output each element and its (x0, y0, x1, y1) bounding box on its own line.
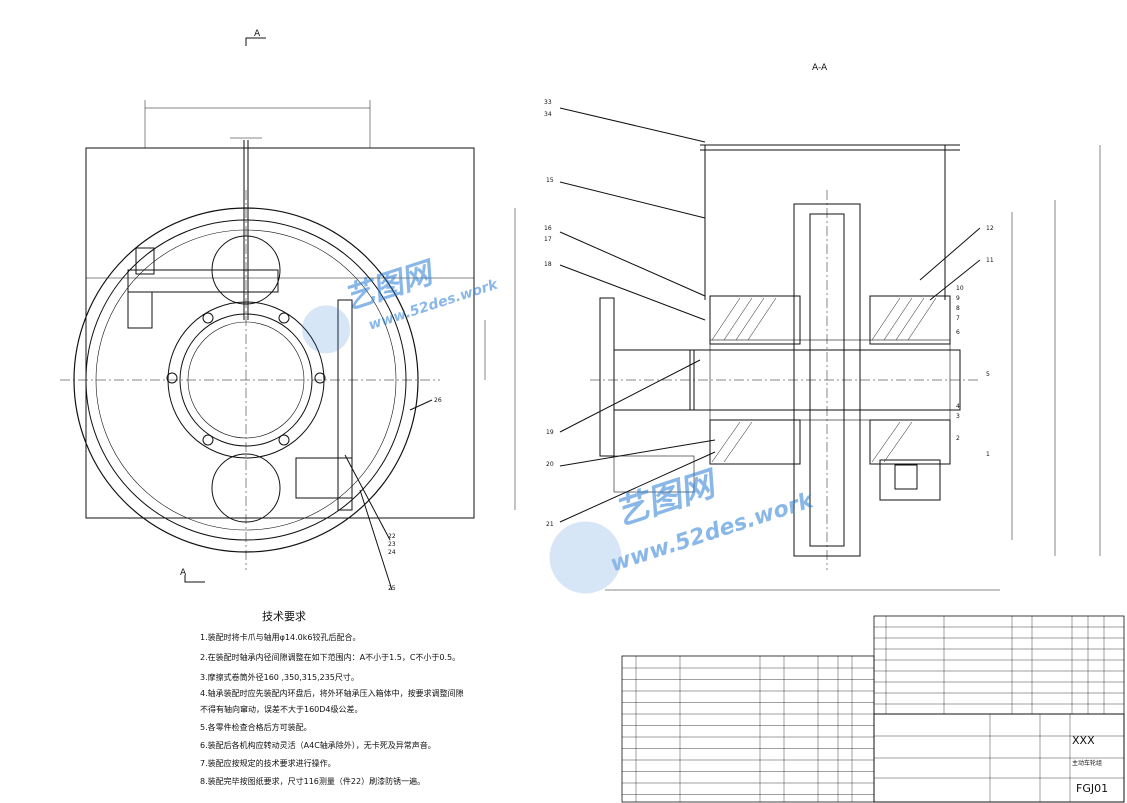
balloon-11: 11 (986, 257, 994, 264)
balloon-9: 9 (956, 295, 960, 302)
balloon-34: 34 (544, 111, 552, 118)
drawing-number: FGJ01 (1076, 782, 1108, 795)
left-end-view (60, 37, 516, 591)
balloon-7: 7 (956, 315, 960, 322)
balloon-15: 15 (546, 177, 554, 184)
balloon-22: 22 (388, 533, 396, 540)
section-mark-top: A (254, 29, 261, 39)
balloon-21: 21 (546, 521, 554, 528)
watermark-bottom: 艺图网 www.52des.work (549, 463, 818, 594)
balloon-20: 20 (546, 461, 554, 468)
balloon-1: 1 (986, 451, 990, 458)
section-mark-bottom: A (180, 568, 187, 578)
tech-req-item-5: 不得有轴向窜动，误差不大于160D4级公差。 (200, 704, 363, 714)
balloon-2: 2 (956, 435, 960, 442)
balloon-12: 12 (986, 225, 994, 232)
balloon-26: 26 (434, 397, 442, 404)
title-block: XXX 主动车轮组 FGJ01 (1072, 734, 1108, 795)
tech-req-title: 技术要求 (262, 610, 306, 623)
balloon-3: 3 (956, 413, 960, 420)
balloon-23: 23 (388, 541, 396, 548)
balloon-24: 24 (388, 549, 396, 556)
balloon-8: 8 (956, 305, 960, 312)
tech-req-item-6: 5.各零件检查合格后方可装配。 (200, 722, 312, 732)
balloon-4: 4 (956, 403, 960, 410)
tech-req-item-7: 6.装配后各机构应转动灵活（A4C轴承除外），无卡死及异常声音。 (200, 740, 436, 750)
balloon-6: 6 (956, 329, 960, 336)
tech-req-item-8: 7.装配应按规定的技术要求进行操作。 (200, 758, 336, 768)
balloon-25: 25 (388, 585, 396, 592)
balloon-10: 10 (956, 285, 964, 292)
bom-table (621, 615, 1125, 803)
section-view-aa (559, 107, 1101, 591)
tech-req-item-2: 2.在装配时轴承内径间隙调整在如下范围内：A不小于1.5，C不小于0.5。 (200, 652, 460, 662)
tech-req-item-4: 4.轴承装配时应先装配内环盘后，将外环轴承压入箱体中，按要求调整间隙 (200, 688, 464, 698)
section-title: A-A (812, 63, 828, 73)
balloon-16: 16 (544, 225, 552, 232)
company-name: XXX (1072, 734, 1095, 747)
tech-req-item-9: 8.装配完毕按图纸要求，尺寸116测量（件22）刷漆防锈一遍。 (200, 776, 425, 786)
drawing-name: 主动车轮组 (1072, 759, 1102, 767)
technical-requirements: 技术要求 1.装配时将卡爪与轴用φ14.0k6铰孔后配合。 2.在装配时轴承内径… (200, 610, 464, 786)
balloon-17: 17 (544, 236, 552, 243)
balloon-19: 19 (546, 429, 554, 436)
balloon-5: 5 (986, 371, 990, 378)
part-balloons: 33 34 15 16 17 18 19 20 21 12 11 10 9 8 … (388, 99, 994, 592)
watermark-top: 艺图网 www.52des.work (302, 255, 501, 354)
tech-req-item-3: 3.摩擦式卷筒外径160 ,350,315,235尺寸。 (200, 672, 359, 682)
balloon-18: 18 (544, 261, 552, 268)
tech-req-item-1: 1.装配时将卡爪与轴用φ14.0k6铰孔后配合。 (200, 632, 360, 642)
balloon-33: 33 (544, 99, 552, 106)
